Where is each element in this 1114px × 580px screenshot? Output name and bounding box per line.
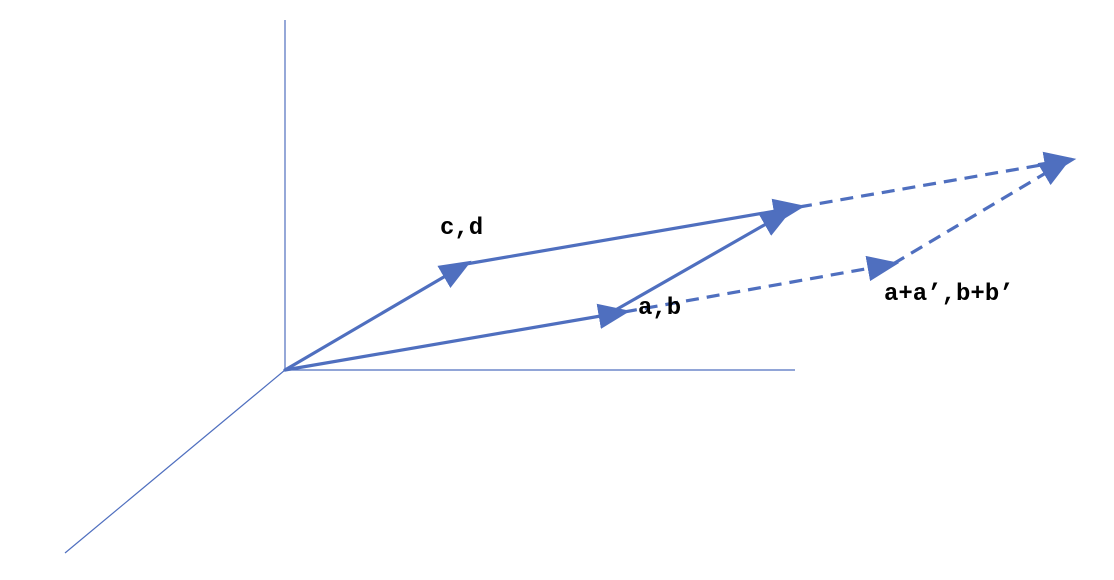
label-ab: a,b [638, 295, 682, 322]
label-sum: a+a’,b+b’ [884, 281, 1014, 308]
label-cd: c,d [440, 215, 484, 242]
vector-aprime-bprime [623, 255, 900, 314]
vector-cd-translated-dashed [892, 157, 1072, 266]
vector-cd-translated [464, 198, 806, 266]
vector-ab-translated [610, 208, 793, 314]
z-axis [64, 369, 286, 554]
vector-aprime-bprime-translated [798, 151, 1077, 209]
vector-ab [283, 303, 631, 372]
vector-cd [283, 260, 472, 372]
